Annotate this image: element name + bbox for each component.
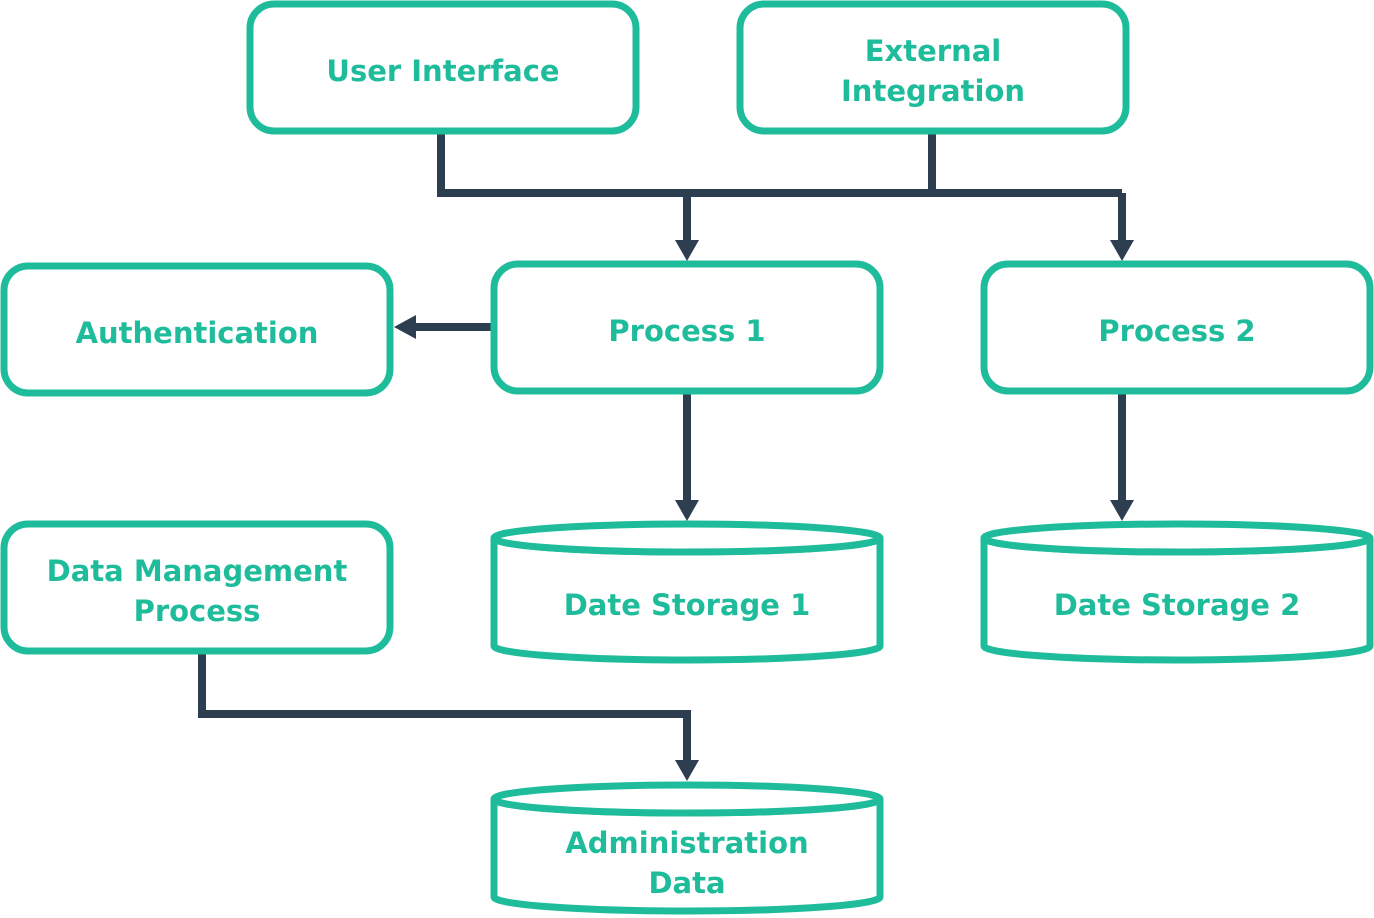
administration-data-label-line-1: Administration: [565, 826, 808, 860]
administration-data-cylinder: [490, 781, 884, 915]
data-management-process-label-line-1: Data Management: [47, 554, 348, 588]
arrowheads: [394, 240, 1134, 781]
date-storage-1-label: Date Storage 1: [564, 588, 811, 622]
process-1-label: Process 1: [608, 314, 765, 348]
process-boxes: [0, 0, 1374, 655]
user-interface-label: User Interface: [326, 54, 559, 88]
arrowhead-date-storage-1: [675, 500, 699, 521]
administration-data-label-line-2: Data: [648, 866, 725, 900]
date-storage-1-cylinder: [490, 520, 884, 664]
process-2-box: [980, 260, 1374, 395]
arrowhead-authentication: [394, 315, 416, 339]
external-integration-label-line-1: External: [865, 34, 1002, 68]
arrowhead-process-1: [675, 240, 699, 261]
labels: User Interface External Integration Auth…: [47, 34, 1301, 900]
date-storage-2-label: Date Storage 2: [1054, 588, 1301, 622]
arrow-data-management-to-administration-data: [198, 653, 691, 764]
external-integration-box: [736, 0, 1130, 135]
arrowhead-administration-data: [675, 760, 699, 781]
data-management-process-label-line-2: Process: [134, 594, 261, 628]
arrowhead-date-storage-2: [1110, 500, 1134, 521]
authentication-label: Authentication: [76, 316, 319, 350]
arrowhead-process-2: [1110, 240, 1134, 261]
process-1-box: [490, 260, 884, 395]
date-storage-2-cylinder: [980, 520, 1374, 664]
user-interface-box: [246, 0, 640, 135]
connectors: [198, 133, 1126, 764]
connector-user-interface-trunk: [437, 133, 1122, 197]
data-management-process-box: [0, 520, 394, 655]
datastores: [490, 520, 1374, 915]
process-2-label: Process 2: [1098, 314, 1255, 348]
authentication-box: [0, 262, 394, 397]
external-integration-label-line-2: Integration: [841, 74, 1025, 108]
